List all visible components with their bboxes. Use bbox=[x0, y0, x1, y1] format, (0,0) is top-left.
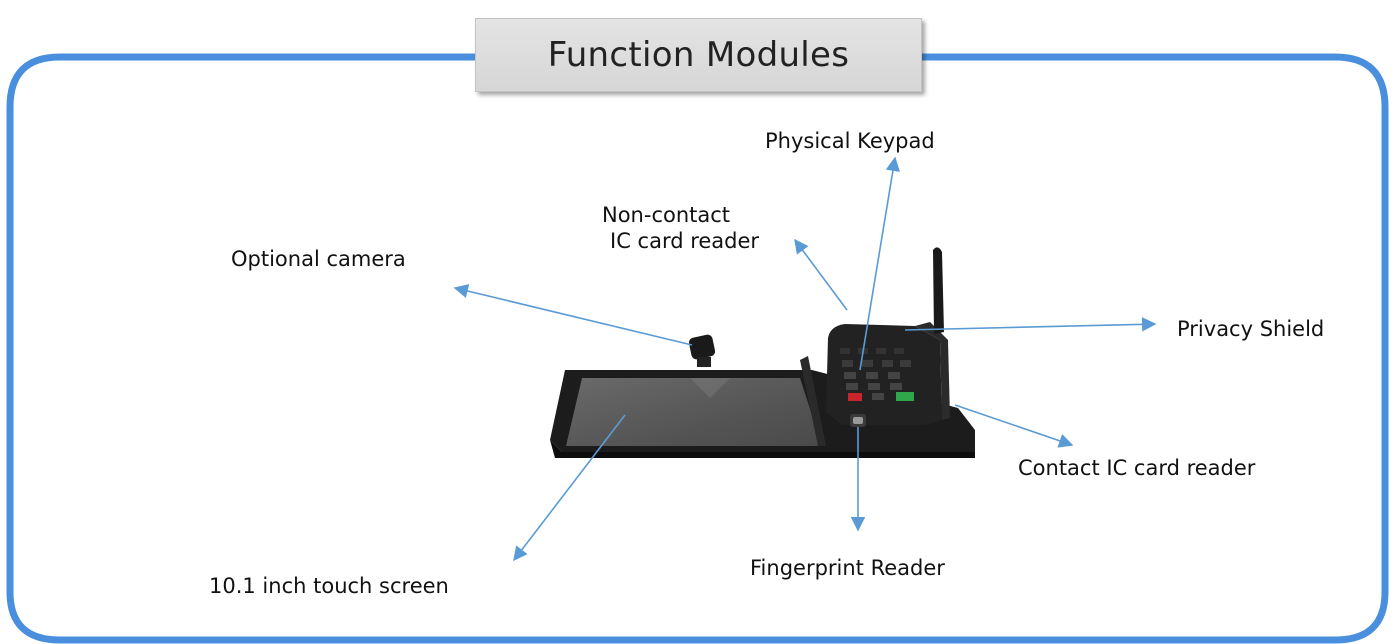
callout-arrows bbox=[453, 156, 1157, 562]
label-touch-screen: 10.1 inch touch screen bbox=[209, 574, 449, 598]
diagram-title: Function Modules bbox=[475, 18, 922, 92]
payment-terminal bbox=[550, 247, 975, 458]
label-contact-ic: Contact IC card reader bbox=[1018, 456, 1256, 480]
stylus bbox=[933, 247, 944, 334]
label-physical-keypad: Physical Keypad bbox=[765, 129, 935, 153]
label-noncontact-ic: Non-contact IC card reader bbox=[602, 202, 759, 255]
arrow-privacy bbox=[904, 317, 1157, 332]
arrow-camera bbox=[453, 284, 693, 346]
touch-screen bbox=[566, 378, 822, 446]
label-optional-camera: Optional camera bbox=[231, 247, 406, 271]
label-fingerprint: Fingerprint Reader bbox=[750, 556, 945, 580]
camera bbox=[688, 334, 716, 367]
arrow-contact bbox=[954, 404, 1074, 448]
label-noncontact-line1: Non-contact bbox=[602, 203, 731, 227]
keypad-housing bbox=[826, 324, 942, 425]
arrow-noncontact bbox=[794, 238, 848, 311]
label-privacy-shield: Privacy Shield bbox=[1177, 317, 1325, 341]
arrow-screen bbox=[513, 414, 626, 562]
label-noncontact-line2: IC card reader bbox=[610, 229, 760, 254]
privacy-shield bbox=[915, 322, 950, 420]
physical-keypad bbox=[840, 348, 914, 401]
arrow-keypad bbox=[859, 156, 900, 371]
